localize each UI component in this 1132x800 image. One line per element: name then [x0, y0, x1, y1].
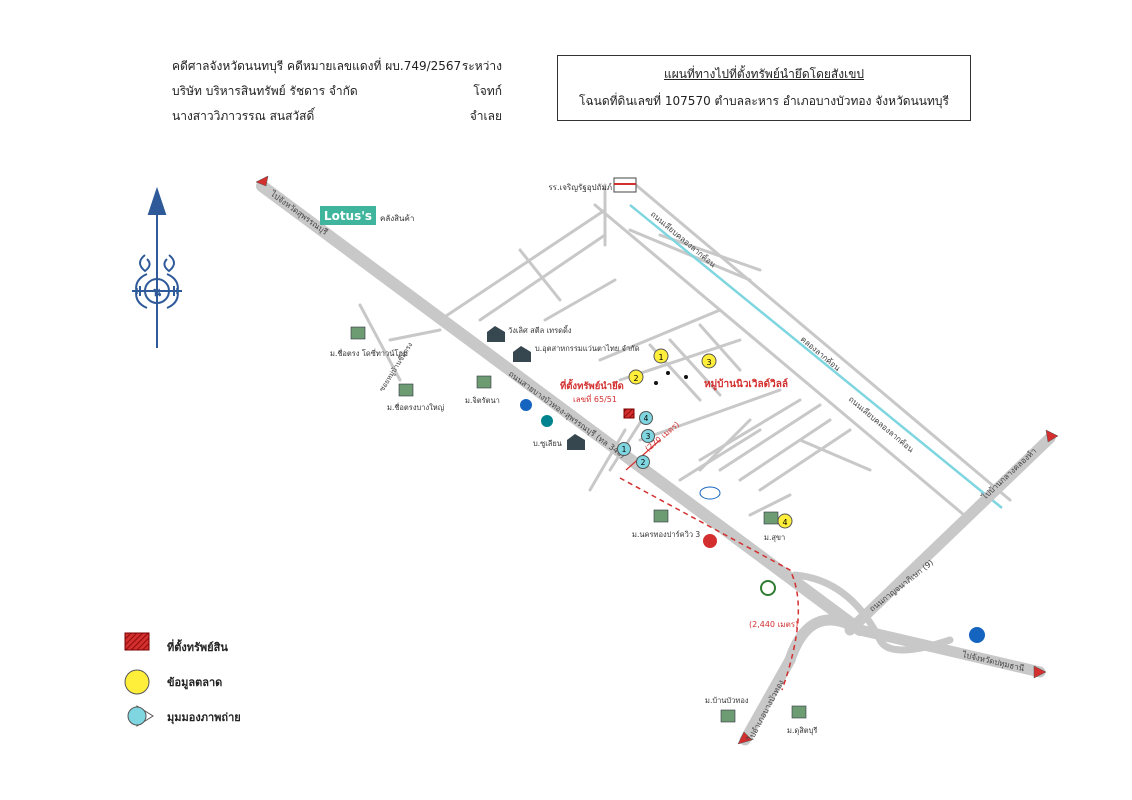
market-marker [653, 348, 669, 364]
village-icon [763, 511, 779, 525]
photo-marker-label: 1 [622, 445, 627, 454]
label-to-bangbuathong: ไปอำเภอบางบัวทอง [745, 678, 785, 743]
photo-view-marker [636, 455, 650, 469]
village-icon [653, 509, 669, 523]
school-icon [613, 177, 637, 193]
legend-property-label: ที่ตั้งทรัพย์สิน [167, 639, 228, 654]
property-location-marker [623, 408, 635, 419]
label-village4: ม.นครทองปาร์ควิว 3 [632, 530, 700, 539]
legend-market-label: ข้อมูลตลาด [167, 676, 222, 690]
compass-letter: น [153, 285, 162, 299]
market-dot [666, 371, 670, 375]
label-property: ที่ตั้งทรัพย์นำยึด [560, 378, 624, 392]
photo-view-marker [617, 442, 631, 456]
legend-photo-label: มุมมองภาพถ่าย [167, 711, 241, 725]
label-factory2: บ.อุตสาหกรรมแว่นตาไทย จำกัด [535, 344, 640, 353]
main-roads [256, 180, 1056, 746]
case-court-number: คดีศาลจังหวัดนนทบุรี คดีหมายเลขแดงที่ ผบ… [172, 59, 462, 73]
photo-view-marker [641, 429, 655, 443]
photo-marker-label: 3 [646, 432, 651, 441]
case-between-label: ระหว่าง [461, 59, 502, 73]
arrow-to-bangbuathong-icon [737, 731, 753, 745]
map-legend [124, 632, 154, 727]
label-village5: ม.สุขา [764, 533, 785, 542]
legend-market-swatch [124, 669, 150, 695]
market-marker [777, 513, 793, 529]
arrow-to-pathumthani-icon [1033, 665, 1047, 679]
label-village2: ม.ชื่อตรงบางใหญ่ [387, 402, 444, 412]
label-village-main: หมู่บ้านนิวเวิลด์วิลล์ [704, 378, 788, 391]
map-title-box: แผนที่ทางไปที่ตั้งทรัพย์นำยึดโดยสังเขป โ… [557, 55, 971, 121]
lotus-caption: คลังสินค้า [380, 214, 414, 223]
market-dot [654, 381, 658, 385]
market-marker [628, 369, 644, 385]
arrow-to-suphanburi-icon [255, 175, 269, 187]
gas-station-icon [541, 415, 553, 427]
village-icon [398, 383, 414, 397]
lotus-logo-icon [320, 206, 376, 225]
photo-view-marker [639, 411, 653, 425]
arrow-to-bangkhunkaew-icon [1045, 429, 1059, 443]
gas-station-icon [969, 627, 985, 643]
market-marker-label: 3 [706, 358, 711, 367]
photo-marker-label: 4 [644, 414, 649, 423]
label-school: รร.เจริญรัฐอุปถัมภ์ [548, 182, 612, 192]
canal-line [629, 204, 1003, 509]
label-factory1: วังเลิศ สตีล เทรดดิ้ง [508, 325, 572, 335]
north-arrow-icon [132, 186, 182, 348]
factory-icon [513, 346, 531, 362]
case-row-defendant: นางสาววิภาวรรณ สนสวัสดิ์ จำเลย [172, 104, 502, 129]
gas-station-icon [760, 580, 776, 596]
map-title: แผนที่ทางไปที่ตั้งทรัพย์นำยึดโดยสังเขป [663, 67, 865, 81]
legend-property-swatch [124, 632, 150, 651]
label-kanchanaphisek: ถนนกาญจนาภิเษก (9) [868, 558, 935, 613]
village-icon [791, 705, 807, 719]
label-village6: ม.บ้านบัวทอง [705, 696, 749, 705]
label-to-pathumthani: ไปจังหวัดปทุมธานี [961, 650, 1026, 673]
label-distance-long: (2,440 เมตร) [749, 620, 798, 629]
market-marker-label: 4 [782, 518, 787, 527]
label-village7: ม.ดุสิตบุรี [787, 726, 817, 735]
factory-icon [487, 326, 505, 342]
map-subtitle: โฉนดที่ดินเลขที่ 107570 ตำบลละหาร อำเภอบ… [579, 94, 949, 108]
case-row-plaintiff: บริษัท บริหารสินทรัพย์ รัชดาร จำกัด โจทก… [172, 79, 502, 104]
village-icon [350, 326, 366, 340]
case-info: คดีศาลจังหวัดนนทบุรี คดีหมายเลขแดงที่ ผบ… [172, 54, 502, 129]
gas-station-icon [703, 534, 717, 548]
label-village1: ม.ชื่อตรง โดซี่ทาวน์โฮม [330, 348, 408, 358]
market-marker-label: 1 [658, 353, 663, 362]
esso-icon [699, 486, 721, 500]
village-icon [476, 375, 492, 389]
market-marker-label: 2 [633, 374, 638, 383]
defendant-name: นางสาววิภาวรรณ สนสวัสดิ์ [172, 109, 315, 123]
market-dot [684, 375, 688, 379]
photo-marker-label: 2 [641, 458, 646, 467]
defendant-label: จำเลย [469, 109, 502, 123]
market-marker [701, 353, 717, 369]
village-icon [720, 709, 736, 723]
label-village3: ม.จิตรัตนา [465, 396, 500, 405]
lotus-logo-text: Lotus's [324, 209, 372, 223]
local-roads [358, 178, 1012, 522]
gas-station-icon [520, 399, 532, 411]
legend-photo-swatch [127, 705, 154, 727]
label-factory3: บ.ซูเลียน [533, 439, 562, 448]
case-row-court: คดีศาลจังหวัดนนทบุรี คดีหมายเลขแดงที่ ผบ… [172, 54, 502, 79]
plaintiff-name: บริษัท บริหารสินทรัพย์ รัชดาร จำกัด [172, 84, 358, 98]
label-property-number: เลขที่ 65/51 [573, 393, 617, 404]
label-to-bangkhunkaew: ไปบ้านกลางคลองห้า [979, 446, 1038, 502]
factory-icon [567, 434, 585, 450]
plaintiff-label: โจทก์ [473, 84, 502, 98]
